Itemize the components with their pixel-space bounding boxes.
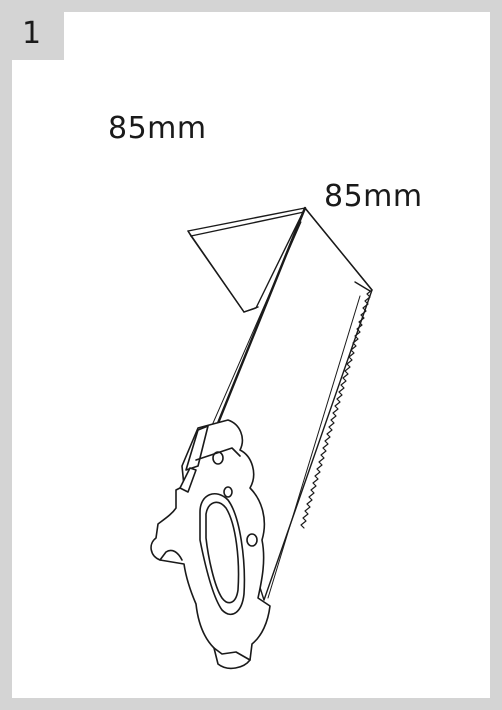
step-tab: 1	[12, 12, 64, 60]
cut-corner-piece	[187, 207, 306, 313]
saw-teeth	[300, 289, 373, 529]
measurement-label-first: 85mm	[108, 111, 207, 146]
step-number: 1	[22, 16, 42, 51]
measurement-label-second: 85mm	[324, 179, 423, 214]
saw-handle	[150, 419, 271, 670]
